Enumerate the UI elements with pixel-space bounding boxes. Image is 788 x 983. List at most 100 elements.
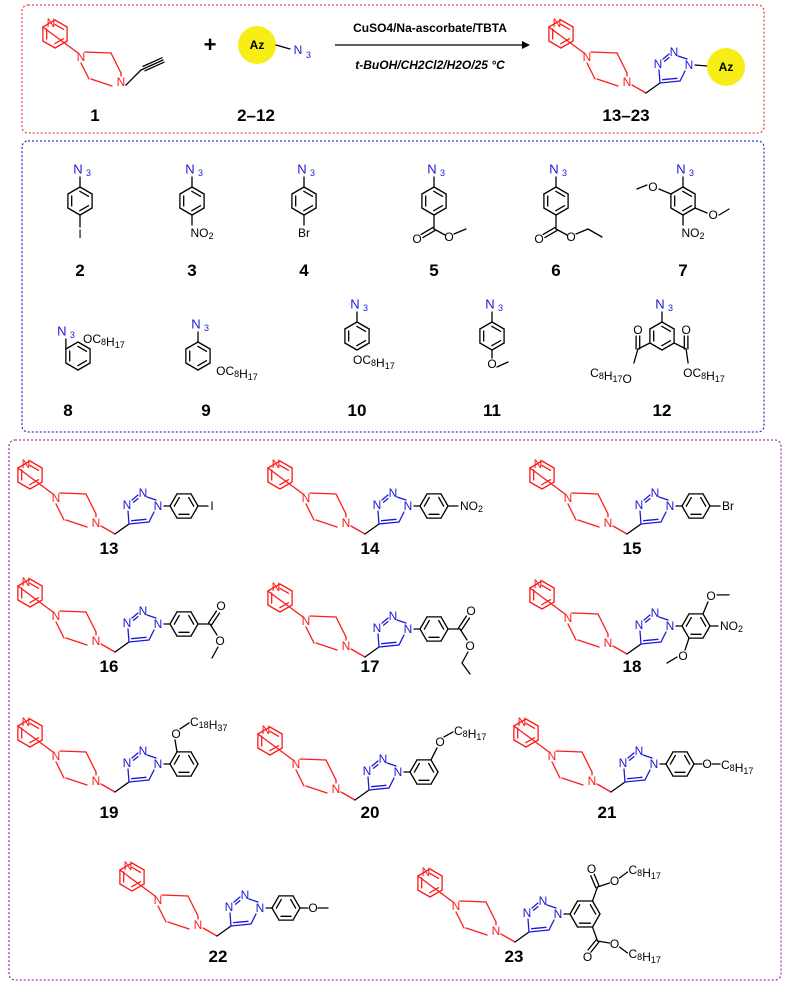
triazole-n3-label: N [123,616,132,630]
bond [640,641,662,645]
bond [642,754,653,759]
azide-subscript: 3 [306,50,311,60]
bond [90,78,113,87]
label-product-16: 16 [100,657,119,676]
bond [616,52,628,74]
bond [541,599,552,606]
triazole-n3-label: N [225,900,234,914]
bond [234,899,241,905]
bond [661,342,675,351]
octyloxy-right-label: OC8H17 [683,366,725,384]
bond [269,745,280,752]
bond [460,617,471,631]
bond [440,493,449,507]
bond [551,761,561,779]
triazole-n1-label: N [666,619,675,633]
piperazine-n1-label: N [564,491,573,505]
bond [581,751,593,773]
bond [55,621,65,639]
bond [658,616,669,621]
label-azide-9: 9 [201,401,210,420]
bond [167,921,190,930]
bond [658,496,669,501]
bond [555,207,569,216]
bond [663,56,670,62]
bond [191,186,205,195]
bond [660,631,667,643]
bond [669,754,676,765]
bond [267,604,281,613]
piperazine-n1-label: N [583,50,592,64]
bond [169,751,178,765]
piperazine-n4-label: N [604,636,613,650]
bond [211,646,219,659]
bond [626,643,642,655]
azide-n3-subscript: 3 [440,168,445,178]
bond [644,497,651,503]
bond [267,481,281,490]
carbonyl-o-label-2: O [583,950,592,964]
azide-n3-label: N [185,162,194,177]
triazole-n2-label: N [139,744,148,758]
bond [309,615,337,618]
iodo-label: I [210,499,213,513]
bond [529,601,543,610]
aryl-ring [681,493,711,519]
label-product-15: 15 [623,539,642,558]
bond [381,617,389,624]
bond [131,866,142,873]
bond [541,464,552,471]
bond [372,763,379,769]
label-azide-4: 4 [299,261,309,280]
bond [202,927,218,937]
label-product-13: 13 [100,539,119,558]
bond [453,228,467,235]
bond [250,913,257,925]
bond [612,645,628,655]
ether-o-label: O [435,735,444,749]
bond [335,616,347,638]
piperazine-n1-label: N [302,614,311,628]
triazole-n2-label: N [139,486,148,500]
bond [368,787,390,791]
bond [174,739,178,753]
bond [465,927,488,936]
bond [642,518,659,522]
triazole-n1-label: N [154,617,163,631]
triazole-n2-label: N [635,744,644,758]
bond [419,493,428,507]
nitro-label: NO2 [190,226,213,241]
bond [569,913,579,928]
bond [640,521,662,525]
octyloxy-label: OC8H17 [353,353,395,371]
bond [269,747,283,756]
reagents-top: CuSO4/Na-ascorbate/TBTA [353,21,507,35]
bond [702,493,711,507]
bond [567,623,577,641]
nitro-label: NO2 [681,226,704,241]
bond [42,19,56,28]
label-azide-6: 6 [551,261,560,280]
bond [491,340,502,347]
bond [305,785,328,794]
bond [377,510,380,525]
bond [17,467,54,495]
bond [271,895,280,909]
bond [560,19,574,28]
piperazine-n1-label: N [302,491,311,505]
bond [169,505,178,519]
bond [575,228,589,235]
methoxy-o-label: O [648,180,657,194]
bond [79,205,90,212]
bond [197,345,208,352]
piperazine-n4-label: N [342,516,351,530]
bond [658,69,661,84]
bond [500,933,516,943]
bond [525,737,536,744]
bond [421,207,435,216]
bond [643,614,651,621]
bond [430,759,439,773]
label-2-12: 2–12 [237,106,275,125]
aryl-ring [419,616,449,642]
